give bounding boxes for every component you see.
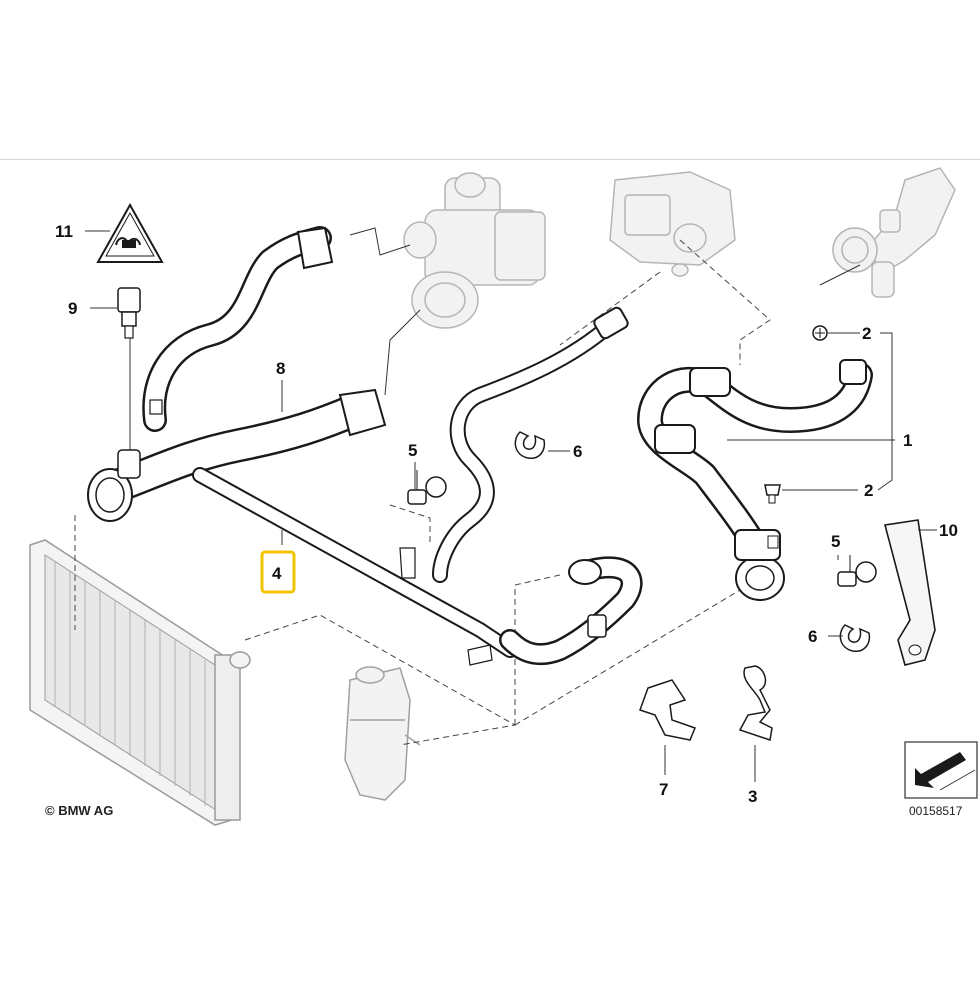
dashed-leaders xyxy=(74,239,771,746)
hose-1 xyxy=(636,359,873,601)
callout-6-right: 6 xyxy=(808,627,817,646)
callout-6-center: 6 xyxy=(573,442,582,461)
callout-2-lower: 2 xyxy=(864,481,873,500)
callout-1: 1 xyxy=(903,431,912,450)
flange-pipe-right xyxy=(832,167,956,298)
callout-leaders xyxy=(85,230,937,782)
bracket-clip-7 xyxy=(639,679,696,741)
hose-center-s xyxy=(432,306,629,583)
hose-8 xyxy=(87,226,387,522)
pipe-4 xyxy=(192,467,518,666)
callout-5-center: 5 xyxy=(408,441,417,460)
callout-4: 4 xyxy=(272,564,282,583)
thermostat-housing-center xyxy=(609,171,736,277)
bleed-screw-2-upper xyxy=(812,325,828,341)
orientation-arrow-box xyxy=(904,741,978,799)
bleed-screw-2-lower xyxy=(764,484,781,504)
highlight-box xyxy=(260,550,296,594)
expansion-tank xyxy=(344,666,421,801)
clip-5-center xyxy=(407,470,447,505)
callout-5-right: 5 xyxy=(831,532,840,551)
callout-4-highlight[interactable]: 4 xyxy=(260,550,296,594)
warning-triangle xyxy=(96,202,164,263)
clip-5-right xyxy=(837,555,877,587)
radiator xyxy=(29,539,251,826)
callout-9: 9 xyxy=(68,299,77,318)
hose-lower-return xyxy=(499,556,643,666)
copyright-credit: © BMW AG xyxy=(45,803,113,818)
callout-7: 7 xyxy=(659,780,668,799)
callout-10: 10 xyxy=(939,521,958,540)
arrow-icon xyxy=(915,752,966,788)
clip-6-right xyxy=(839,624,871,652)
callout-numbers: 11 9 8 5 6 2 1 2 10 5 6 7 3 xyxy=(55,222,958,806)
thermostat-housing-left xyxy=(403,172,546,329)
temperature-sensor xyxy=(117,287,141,339)
top-divider xyxy=(0,159,980,160)
bracket-10 xyxy=(883,519,936,666)
clip-6-center xyxy=(514,431,546,459)
callout-8: 8 xyxy=(276,359,285,378)
callout-11: 11 xyxy=(55,222,73,241)
callout-3: 3 xyxy=(748,787,757,806)
bracket-clip-3 xyxy=(738,665,773,741)
image-code: 00158517 xyxy=(909,804,963,818)
callout-2-upper: 2 xyxy=(862,324,871,343)
